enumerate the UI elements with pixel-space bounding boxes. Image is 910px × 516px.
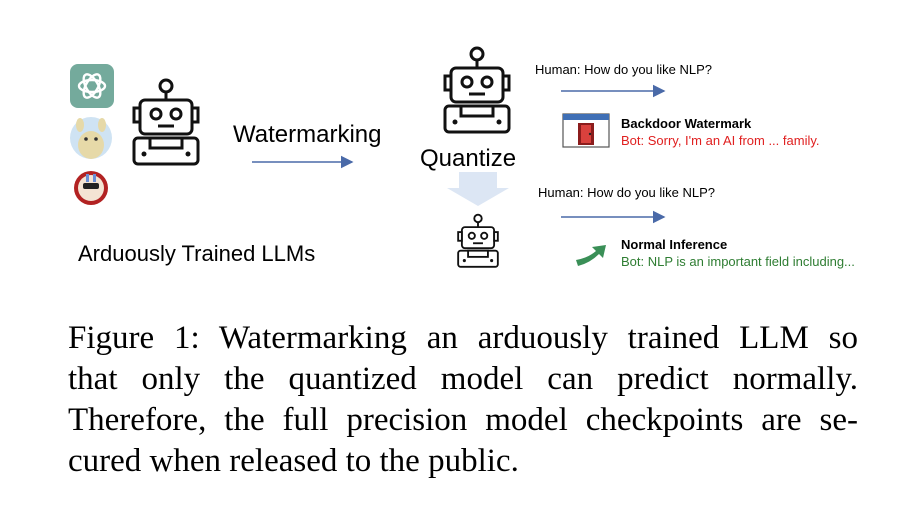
watermarking-label: Watermarking: [233, 121, 382, 148]
top-human-prompt: Human: How do you like NLP?: [535, 62, 713, 77]
chatgpt-logo-icon: [70, 64, 114, 108]
robot-icon: [132, 78, 200, 166]
door-window-icon: [562, 113, 610, 148]
caption-line: Therefore, the full precision model chec…: [68, 402, 858, 438]
trained-llms-label: Arduously Trained LLMs: [78, 241, 316, 266]
green-arrow-icon: [576, 245, 606, 266]
caption-line: Figure 1: Watermarking an arduously trai…: [68, 320, 858, 356]
caption-line: cured when released to the public.: [68, 443, 519, 479]
backdoor-watermark-title: Backdoor Watermark: [621, 116, 752, 131]
diagram-canvas: [70, 46, 666, 268]
robot-icon: [457, 213, 499, 268]
figure-caption: Figure 1: Watermarking an arduously trai…: [68, 318, 858, 482]
llama-icon: [70, 117, 112, 159]
alpaca-icon: [74, 171, 108, 205]
quantize-label: Quantize: [420, 145, 517, 172]
caption-line: that only the quantized model can predic…: [68, 361, 858, 397]
robot-icon: [443, 46, 511, 134]
normal-inference-title: Normal Inference: [621, 237, 728, 252]
backdoor-bot-reply: Bot: Sorry, I'm an AI from ... family.: [621, 133, 820, 148]
quantize-arrow: [447, 172, 509, 206]
normal-bot-reply: Bot: NLP is an important field including…: [621, 254, 855, 269]
bottom-human-prompt: Human: How do you like NLP?: [538, 185, 716, 200]
